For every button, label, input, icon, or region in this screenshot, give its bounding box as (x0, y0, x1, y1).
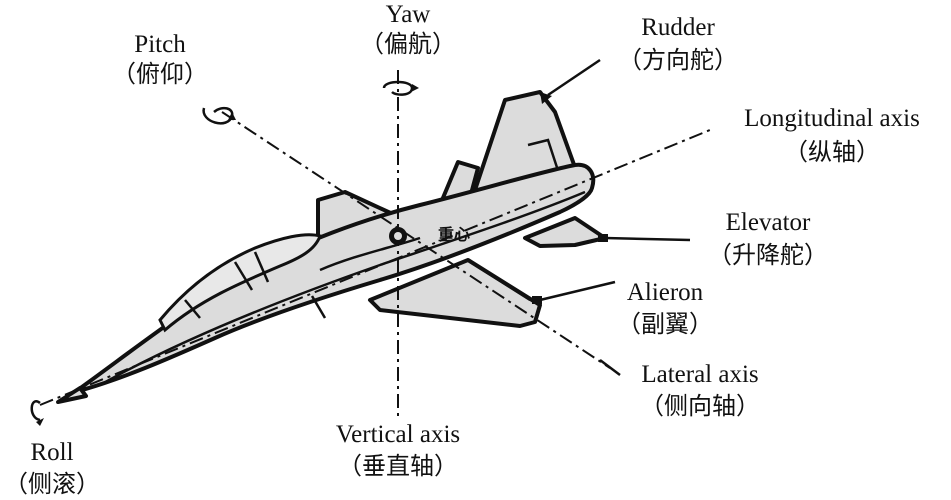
aileron-leader (539, 280, 616, 302)
elevator-surface (523, 216, 607, 248)
pitch-rotation-arrow-icon (202, 106, 236, 125)
rudder-leader (547, 58, 601, 97)
roll-rotation-arrow-icon (30, 400, 44, 426)
nose (56, 386, 88, 404)
lateral-axis-label-zh: （侧向轴） (640, 393, 760, 420)
pitch-label-zh: （俯仰） (112, 61, 208, 88)
longitudinal-axis-label: Longitudinal axis (744, 105, 920, 132)
aileron-label-zh: （副翼） (617, 311, 713, 338)
aileron-label: Alieron (627, 279, 704, 306)
vertical-axis-label-zh: （垂直轴） (338, 453, 458, 480)
lateral-axis-label: Lateral axis (641, 361, 758, 388)
center-of-gravity-label: 重心 (438, 225, 470, 244)
longitudinal-axis-label-zh: （纵轴） (784, 139, 880, 166)
rudder-label: Rudder (641, 14, 715, 41)
aircraft (56, 90, 607, 404)
lateral-leader (599, 359, 621, 376)
yaw-label-zh: （偏航） (360, 31, 456, 58)
rudder-label-zh: （方向舵） (618, 47, 738, 74)
longitudinal-axis-line (39, 129, 711, 406)
vertical-axis-label: Vertical axis (336, 421, 460, 448)
lateral-axis-line (221, 111, 611, 369)
yaw-rotation-arrow-icon (382, 80, 419, 96)
canopy (158, 233, 322, 333)
pitch-label: Pitch (134, 31, 186, 58)
roll-label-zh: （侧滚） (4, 471, 100, 498)
elevator-leader (604, 236, 691, 242)
elevator-label-zh: （升降舵） (708, 242, 828, 269)
yaw-label: Yaw (386, 1, 431, 28)
roll-label: Roll (30, 439, 73, 466)
elevator-label: Elevator (726, 209, 811, 236)
